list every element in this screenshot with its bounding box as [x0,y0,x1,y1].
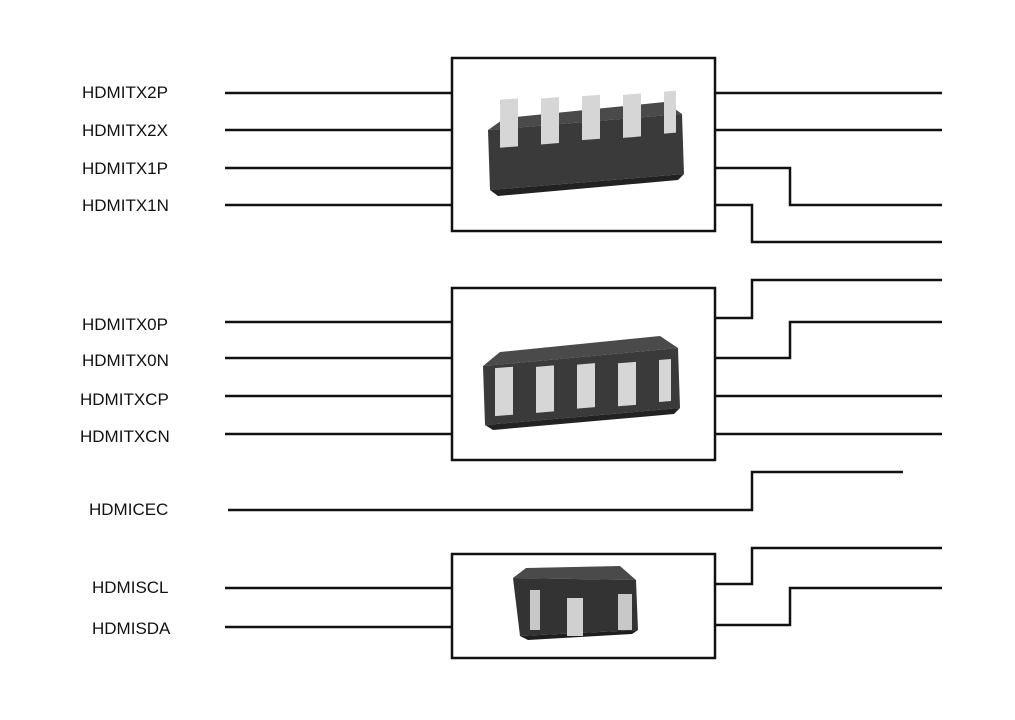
signal-labels: HDMITX2P HDMITX2X HDMITX1P HDMITX1N HDMI… [80,83,171,638]
wire-hdmitx1n-out [715,203,942,244]
label-hdmitx1p: HDMITX1P [82,159,168,178]
wires [225,91,942,629]
wire-hdmisda-out [715,586,942,627]
esd-array-3 [450,552,717,660]
label-hdmitx0n: HDMITX0N [82,351,169,370]
label-hdmitx2p: HDMITX2P [82,83,168,102]
label-hdmitxcn: HDMITXCN [80,427,170,446]
label-hdmisda: HDMISDA [92,619,171,638]
2-channel-esd-chip-icon [513,566,638,640]
label-hdmitx2x: HDMITX2X [82,121,168,140]
label-hdmitx1n: HDMITX1N [82,196,169,215]
wire-hdmitx1p-out [715,166,942,207]
label-hdmicec: HDMICEC [89,500,168,519]
4-channel-esd-chip-icon [488,90,684,196]
wire-hdmicec [228,470,903,512]
wire-hdmitx0p-out [715,278,942,320]
wire-hdmiscl-out [715,546,942,586]
esd-array-1 [450,56,717,233]
4-channel-esd-chip-icon [483,336,680,430]
label-hdmiscl: HDMISCL [92,578,169,597]
label-hdmitxcp: HDMITXCP [80,390,169,409]
label-hdmitx0p: HDMITX0P [82,315,168,334]
esd-array-2 [450,286,717,462]
wire-hdmitx0n-out [715,320,942,360]
